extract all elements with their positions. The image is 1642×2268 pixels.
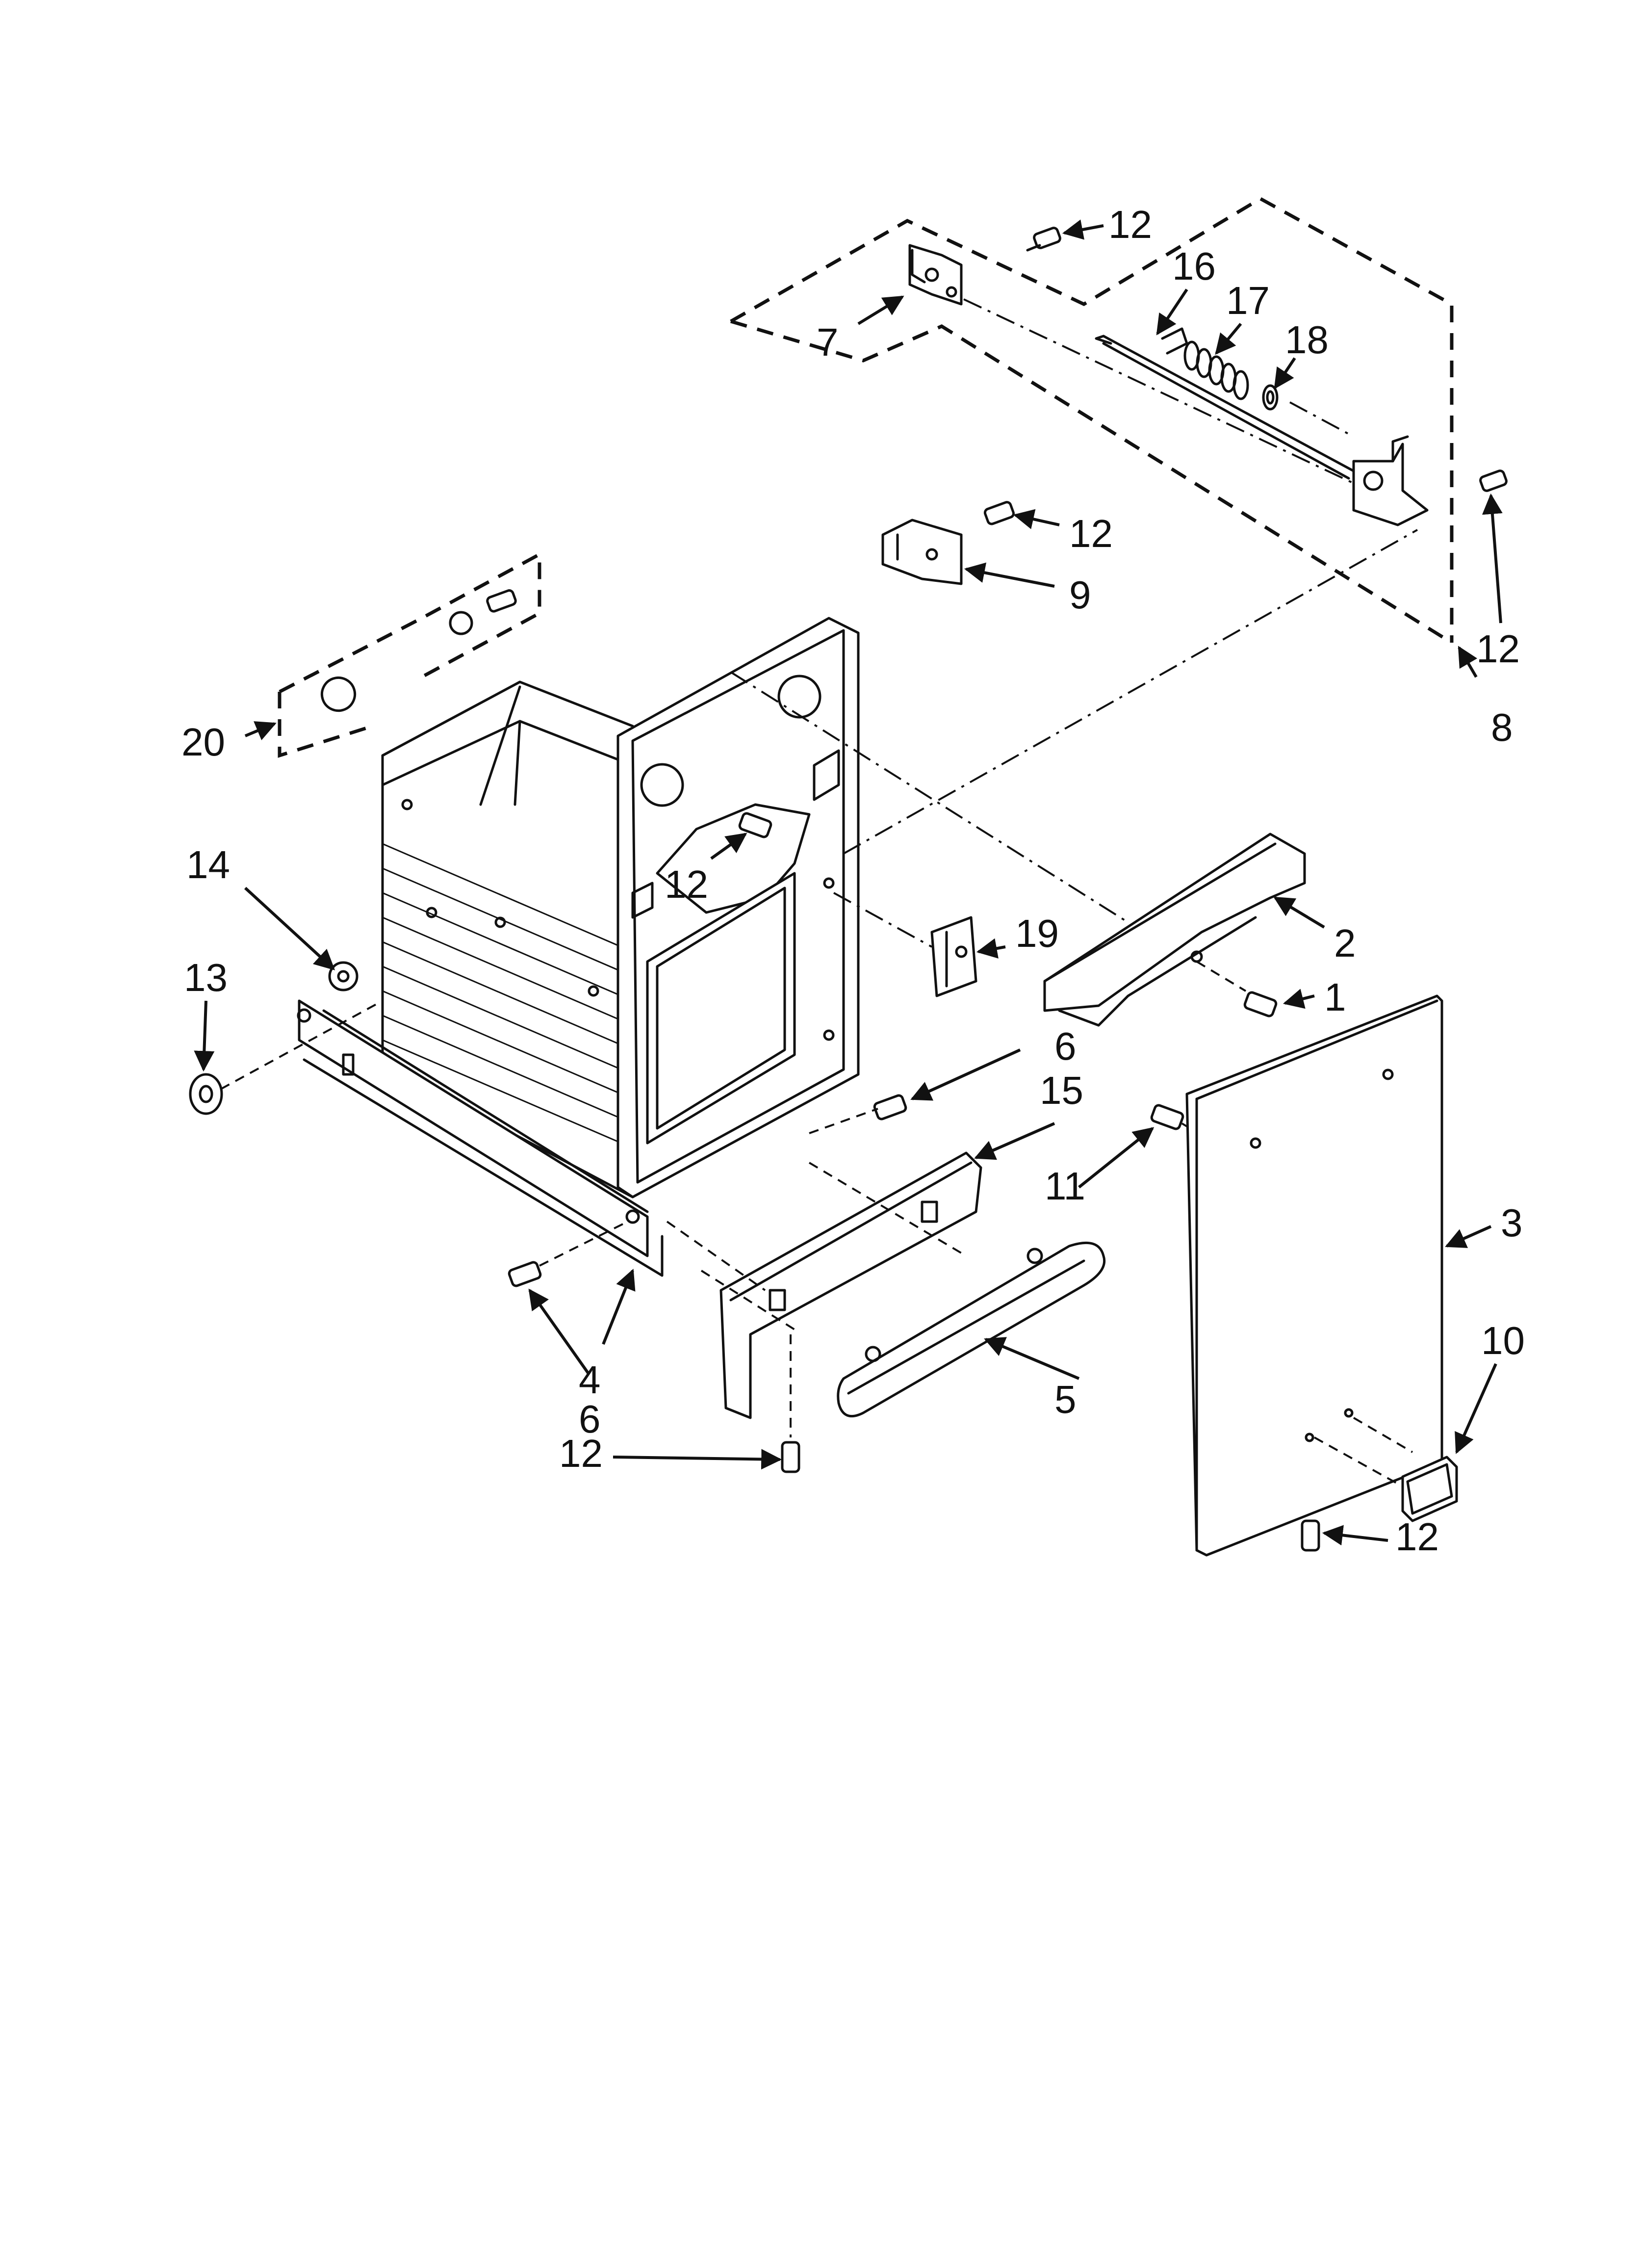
cabinet-body (297, 617, 860, 1277)
screw-icon (781, 1441, 800, 1473)
hinge-bracket-part-7 (908, 244, 963, 306)
callout-8: 8 (1491, 705, 1513, 749)
callout-11: 11 (1045, 1164, 1085, 1208)
callout-13: 13 (184, 956, 228, 999)
callout-20: 20 (181, 720, 225, 764)
badge-part-10 (1401, 1456, 1458, 1522)
callout-12: 12 (1395, 1515, 1439, 1559)
callout-15: 15 (1040, 1069, 1083, 1112)
screw-icon (1479, 469, 1508, 492)
callout-17: 17 (1226, 279, 1270, 322)
washer-part-18 (1262, 384, 1279, 411)
handle-part-5 (837, 1241, 1106, 1418)
screw-icon (508, 1261, 542, 1287)
callout-12: 12 (665, 862, 708, 906)
callout-6: 6 (579, 1397, 601, 1441)
callout-16: 16 (1172, 244, 1216, 288)
top-trim-part-2 (1043, 833, 1306, 1027)
callout-14: 14 (186, 843, 230, 886)
callout-labels: 12 16 17 18 7 12 9 12 8 20 14 13 12 19 2… (181, 203, 1525, 1559)
callout-7: 7 (817, 320, 839, 364)
screw-icon (1243, 991, 1278, 1017)
latch-part-19 (930, 916, 977, 997)
screw-icon (873, 1094, 907, 1121)
cap-part-13 (189, 1073, 223, 1115)
screw-icon (1150, 1104, 1184, 1130)
screw-icon (1026, 227, 1061, 252)
spring-part-17 (1183, 340, 1249, 400)
door-hinge-bracket (1352, 435, 1429, 526)
bracket-part-9 (881, 519, 963, 585)
leader-arrows (194, 219, 1503, 1546)
callout-19: 19 (1015, 912, 1059, 955)
callout-2: 2 (1334, 921, 1356, 965)
callout-9: 9 (1069, 573, 1091, 617)
callout-4: 4 (579, 1358, 601, 1402)
kick-plate-bracket-part-15 (719, 1151, 982, 1419)
callout-12: 12 (1108, 203, 1152, 246)
callout-5: 5 (1054, 1378, 1077, 1421)
callout-1: 1 (1324, 975, 1346, 1019)
nut-part-14 (328, 961, 359, 991)
callout-12: 12 (559, 1432, 603, 1475)
screw-icon (983, 501, 1015, 525)
callout-3: 3 (1501, 1201, 1523, 1245)
callout-12: 12 (1476, 627, 1520, 671)
callout-18: 18 (1285, 318, 1329, 362)
callout-10: 10 (1481, 1319, 1525, 1362)
callout-6: 6 (1054, 1024, 1077, 1068)
knob-assembly-box (278, 551, 541, 758)
screw-icon (738, 812, 772, 838)
callout-12: 12 (1069, 512, 1113, 555)
hinge-assembly-box (730, 196, 1454, 644)
screw-icon (1301, 1519, 1320, 1552)
door-panel-part-3 (1185, 994, 1443, 1557)
